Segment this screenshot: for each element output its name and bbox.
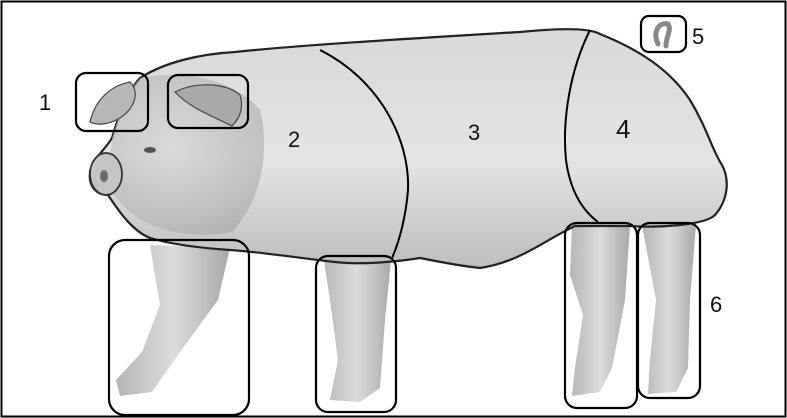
- label-2: 2: [288, 127, 300, 152]
- label-3: 3: [468, 120, 480, 145]
- pig-eye: [144, 147, 156, 153]
- label-1: 1: [39, 90, 51, 115]
- snout-nostril: [100, 170, 108, 182]
- label-5: 5: [692, 24, 704, 49]
- label-6: 6: [710, 292, 722, 317]
- label-4: 4: [616, 114, 630, 144]
